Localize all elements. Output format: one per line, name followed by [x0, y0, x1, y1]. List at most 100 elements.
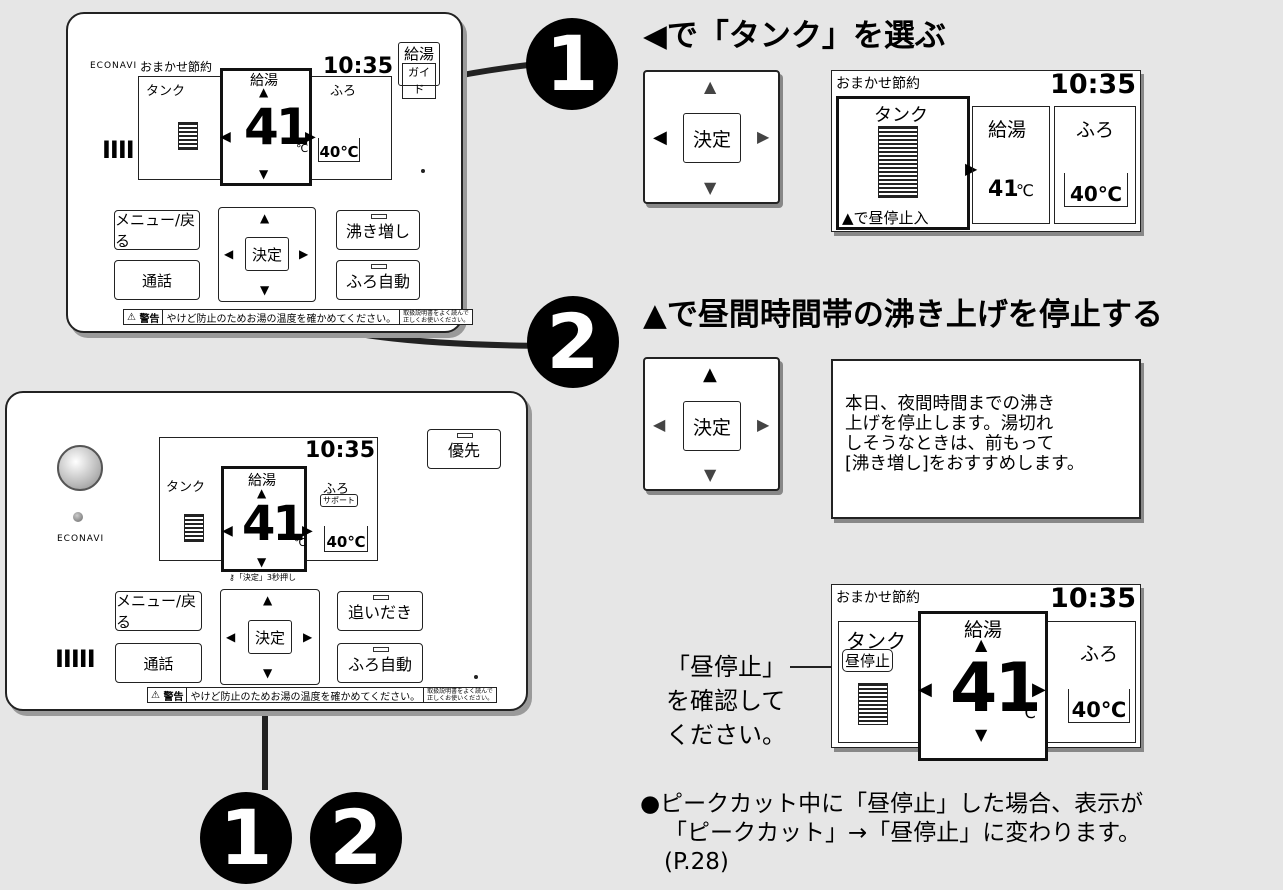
confirm-pointer-line — [790, 666, 840, 668]
step-1-badge-bottom: 1 — [200, 792, 292, 884]
dpad-left-arrow-bottom-icon[interactable]: ◀ — [226, 630, 236, 644]
dpad-up-arrow-bottom-icon[interactable]: ▲ — [263, 593, 273, 607]
step3-furo-label: ふろ — [1080, 643, 1119, 665]
step3-furo-box — [1048, 621, 1136, 743]
confirm-line: 「昼停止」 — [666, 653, 786, 681]
step-1-badge: 1 — [526, 18, 618, 110]
warning-tag-label-bottom: 警告 — [163, 691, 184, 703]
lcd-kyuto-label: 給湯 — [250, 73, 278, 89]
menu-back-button[interactable]: メニュー/戻る — [114, 210, 200, 250]
auto-bath-led-bottom — [373, 647, 389, 652]
key-icon: ⚷ — [229, 573, 235, 582]
step1-left-arrow-icon: ◀ — [653, 127, 667, 148]
indicator-dot-bottom — [474, 675, 478, 679]
priority-button-label: 優先 — [447, 441, 480, 460]
manual-note: 取扱説明書をよく読んで正しくお使いください。 — [403, 310, 470, 324]
lcd-unit-bottom: ℃ — [294, 536, 307, 549]
decide-button[interactable]: 決定 — [245, 237, 289, 271]
dpad-down-arrow-icon[interactable]: ▼ — [260, 283, 270, 297]
step1-decide-key: 決定 — [683, 113, 741, 163]
sensor-button-icon — [57, 445, 103, 491]
step3-lcd: おまかせ節約 10:35 タンク 昼停止 給湯 ▲ 41 ℃ ▼ ◀ ▶ ふろ … — [831, 583, 1141, 761]
step3-temp: 41 — [950, 649, 1042, 728]
warning-triangle-bottom-icon: ⚠ — [151, 689, 160, 701]
lcd-mode: おまかせ節約 — [140, 60, 213, 74]
auto-bath-button-bottom[interactable]: ふろ自動 — [337, 643, 423, 683]
boost-button[interactable]: 沸き増し — [336, 210, 420, 250]
bottom-remote-panel: ECONAVI IIIII 10:35 タンク 給湯 ▲ 41 ℃ ▼ ◀ ▶ … — [5, 391, 528, 711]
bottom-lcd: 10:35 タンク 給湯 ▲ 41 ℃ ▼ ◀ ▶ ふろ サポート 40℃ — [159, 437, 378, 572]
dpad-left-arrow-icon[interactable]: ◀ — [224, 247, 234, 261]
priority-led — [457, 433, 473, 438]
auto-bath-button[interactable]: ふろ自動 — [336, 260, 420, 300]
step2-up-arrow-icon: ▲ — [703, 364, 717, 385]
speaker-grille-icon: IIII — [102, 136, 135, 164]
reheat-button-label: 追いだき — [347, 603, 412, 622]
footnote-line: (P.28) — [664, 849, 729, 875]
step1-lcd: おまかせ節約 10:35 タンク ▲で昼停止入 ▶ 給湯 41 ℃ ふろ 40℃ — [831, 69, 1141, 232]
lock-hint: ⚷「決定」3秒押し — [229, 573, 296, 582]
lcd-kyuto-label-bottom: 給湯 — [248, 473, 276, 489]
dpad-down-arrow-bottom-icon[interactable]: ▼ — [263, 666, 273, 680]
step1-kyuto-box — [972, 106, 1050, 224]
step3-left-arrow-icon: ◀ — [918, 679, 932, 700]
top-lcd: おまかせ節約 10:35 タンク 給湯 ▲ 41 ℃ ▼ ◀ ▶ ふろ 40℃ — [138, 54, 393, 190]
step1-lcd-mode: おまかせ節約 — [836, 76, 920, 92]
priority-button[interactable]: 優先 — [427, 429, 501, 469]
lcd-unit: ℃ — [296, 142, 309, 155]
temp-up-arrow-icon: ▲ — [259, 85, 269, 99]
call-button[interactable]: 通話 — [114, 260, 200, 300]
warning-label: ⚠ 警告 やけど防止のためお湯の温度を確かめてください。 取扱説明書をよく読んで… — [123, 309, 474, 325]
step1-down-arrow-icon: ▼ — [704, 178, 717, 197]
footnote-line: 「ピークカット」→「昼停止」に変わります。 — [664, 820, 1141, 846]
auto-bath-label-bottom: ふろ自動 — [347, 655, 412, 674]
step1-kyuto-label: 給湯 — [988, 119, 1027, 141]
right-arrow-icon: ▶ — [305, 129, 316, 145]
lcd-furo-label-bottom: ふろ — [323, 482, 350, 497]
guide-button[interactable]: 給湯 ガイド — [398, 42, 440, 99]
step1-tank-hint: ▲で昼停止入 — [842, 209, 929, 227]
step1-tank-label: タンク — [874, 105, 928, 126]
temp-up-arrow-bottom-icon: ▲ — [257, 486, 267, 500]
step2-right-arrow-icon: ▶ — [757, 415, 770, 434]
brand-logo-bottom: ECONAVI — [57, 534, 105, 544]
message-line: 上げを停止します。湯切れ — [845, 414, 1054, 434]
decide-button-bottom[interactable]: 決定 — [248, 620, 292, 654]
dpad-up-arrow-icon[interactable]: ▲ — [260, 211, 270, 225]
warning-text-bottom: やけど防止のためお湯の温度を確かめてください。 — [187, 688, 425, 703]
step3-kyuto-box — [918, 611, 1048, 761]
lcd-tank-label: タンク — [146, 84, 186, 99]
footnote-line: ●ピークカット中に「昼停止」した場合、表示が — [640, 791, 1144, 817]
lcd-temp-bottom: 41 — [242, 496, 306, 552]
reheat-button[interactable]: 追いだき — [337, 591, 423, 631]
call-button-bottom[interactable]: 通話 — [115, 643, 202, 683]
step1-tank-box — [836, 96, 970, 230]
step-2-badge: 2 — [527, 296, 619, 388]
manual-note-bottom: 取扱説明書をよく読んで正しくお使いください。 — [427, 688, 494, 702]
step3-lcd-time: 10:35 — [1050, 583, 1136, 614]
boost-button-label: 沸き増し — [345, 222, 410, 241]
confirm-line: を確認して — [666, 687, 786, 715]
indicator-dot — [421, 169, 425, 173]
warning-tag-bottom: ⚠ 警告 — [148, 688, 188, 703]
step1-up-arrow-icon: ▲ — [704, 77, 717, 96]
warning-text: やけど防止のためお湯の温度を確かめてください。 — [163, 310, 401, 325]
dpad-right-arrow-icon[interactable]: ▶ — [299, 247, 309, 261]
support-badge: サポート — [320, 494, 358, 507]
step3-tank-level-icon — [858, 683, 888, 725]
step1-tank-level-icon — [878, 126, 918, 198]
dpad-right-arrow-bottom-icon[interactable]: ▶ — [303, 630, 313, 644]
bottom-dpad[interactable]: ▲ ◀ ▶ ▼ 決定 — [220, 589, 320, 685]
brand-logo: ECONAVI — [90, 61, 138, 71]
sensor-dot-icon — [73, 512, 83, 522]
step1-right-pointer-icon: ▶ — [965, 159, 978, 178]
lcd-furo-label: ふろ — [330, 84, 357, 99]
warning-label-bottom: ⚠ 警告 やけど防止のためお湯の温度を確かめてください。 取扱説明書をよく読んで… — [147, 687, 498, 703]
step2-message-box: 本日、夜間時間までの沸き 上げを停止します。湯切れ しそうなときは、前もって [… — [831, 359, 1141, 519]
step2-decide-key: 決定 — [683, 401, 741, 451]
guide-button-line2: ガイド — [402, 63, 436, 99]
top-dpad[interactable]: ▲ ◀ ▶ ▼ 決定 — [218, 207, 316, 302]
menu-back-button-bottom[interactable]: メニュー/戻る — [115, 591, 202, 631]
step-2-badge-bottom: 2 — [310, 792, 402, 884]
step1-heading: ◀で「タンク」を選ぶ — [643, 18, 946, 54]
